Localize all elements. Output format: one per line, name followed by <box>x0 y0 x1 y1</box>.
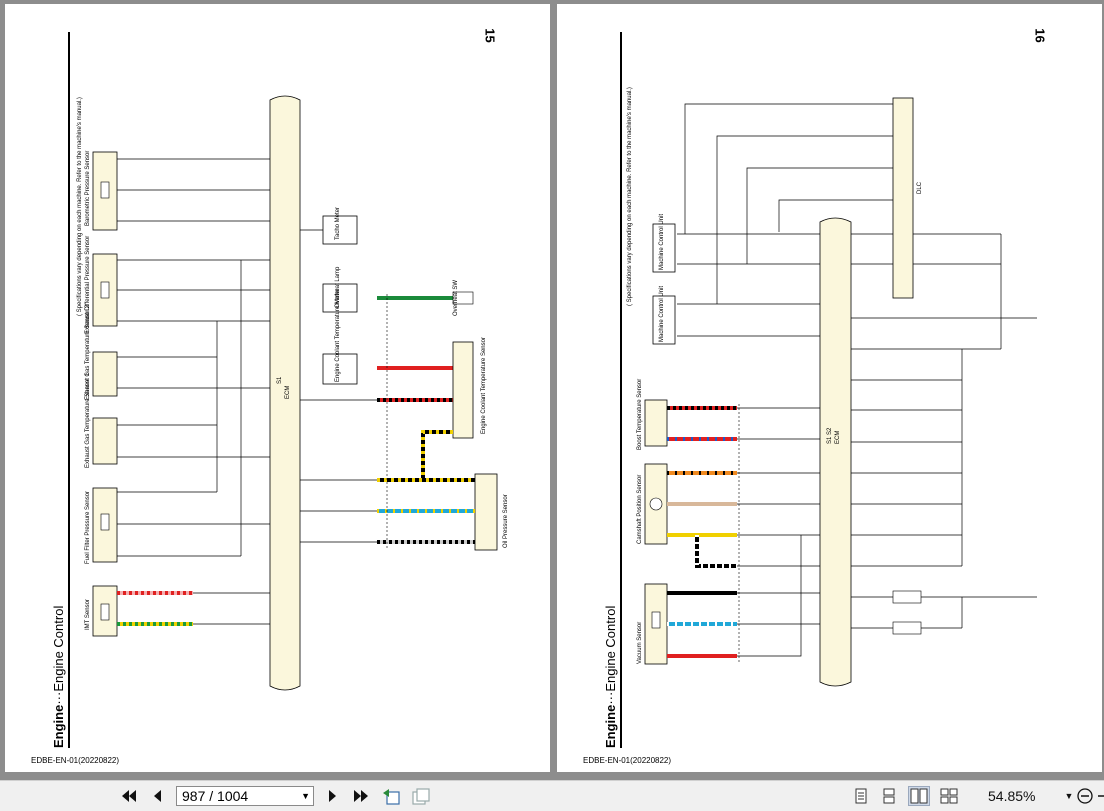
zoom-out-icon <box>1077 788 1093 804</box>
machine-control-unit-label: Machine Control Unit <box>659 285 665 342</box>
previous-page-icon <box>154 790 161 802</box>
section-title-rest: ···Engine Control <box>603 605 618 705</box>
zoom-level: 54.85% <box>988 788 1036 804</box>
boost-temp-sensor-label: Boost Temperature Sensor <box>637 378 643 450</box>
first-page-icon <box>122 790 136 802</box>
section-title: Engine···Engine Control <box>603 606 618 748</box>
ecm-label: ECM <box>835 430 841 444</box>
tacho-meter-label: Tacho Meter <box>335 206 341 240</box>
page-number-select[interactable]: 987 / 1004 ▼ <box>176 786 314 806</box>
chevron-down-icon: ▼ <box>1064 791 1074 801</box>
oil-pressure-sensor-label: Oil Pressure Sensor <box>503 494 509 548</box>
two-page-view-button[interactable] <box>908 786 930 806</box>
pdf-page-right: 16 ( Specifications vary depending on ea… <box>557 4 1102 772</box>
section-title-rest: ···Engine Control <box>51 605 66 705</box>
pdf-page-left: 15 ( Specifications vary depending on ea… <box>5 4 550 772</box>
footer-code: EDBE-EN-01(20220822) <box>583 756 672 765</box>
previous-page-button[interactable] <box>146 785 168 807</box>
dlc-label: DLC <box>917 181 923 194</box>
sensor-label: IMT Sensor <box>85 599 91 630</box>
wiring-diagram-right <box>620 32 1037 748</box>
first-page-button[interactable] <box>118 785 140 807</box>
spec-note: ( Specifications vary depending on each … <box>77 97 83 316</box>
go-forward-view-button[interactable] <box>410 785 432 807</box>
page-number: 16 <box>1032 28 1048 43</box>
two-page-continuous-icon <box>940 788 958 804</box>
machine-control-unit-label: Machine Control Unit <box>659 213 665 270</box>
wiring-diagram-left <box>68 32 498 748</box>
footer-code: EDBE-EN-01(20220822) <box>31 756 120 765</box>
ecm-connector: S1 <box>277 376 283 384</box>
next-page-icon <box>329 790 336 802</box>
next-page-button[interactable] <box>322 785 344 807</box>
last-page-button[interactable] <box>350 785 372 807</box>
ecm-label: ECM <box>285 385 291 399</box>
two-page-icon <box>910 788 928 804</box>
forward-view-icon <box>412 788 430 805</box>
sensor-label: Barometric Pressure Sensor <box>85 150 91 226</box>
zoom-in-icon <box>1098 795 1104 797</box>
section-title-bold: Engine <box>51 704 66 748</box>
back-view-icon <box>383 789 400 805</box>
document-viewer[interactable]: 15 ( Specifications vary depending on ea… <box>0 0 1104 780</box>
section-title: Engine···Engine Control <box>51 606 66 748</box>
zoom-in-button[interactable] <box>1096 785 1104 807</box>
last-page-icon <box>354 790 368 802</box>
two-page-continuous-view-button[interactable] <box>938 786 960 806</box>
coolant-meter-label: Engine Coolant Temperature Meter <box>335 288 341 382</box>
spec-note: ( Specifications vary depending on each … <box>627 87 633 306</box>
single-page-icon <box>855 788 867 804</box>
camshaft-sensor-label: Camshaft Position Sensor <box>637 474 643 544</box>
viewer-toolbar: 987 / 1004 ▼ 54.85% ▼ <box>0 780 1104 811</box>
vacuum-sensor-label: Vacuum Sensor <box>637 621 643 664</box>
page-indicator: 987 / 1004 <box>182 788 249 804</box>
sensor-label: Fuel Filter Pressure Sensor <box>85 490 91 564</box>
page-number: 15 <box>482 28 498 43</box>
zoom-dropdown-button[interactable]: ▼ <box>1058 785 1080 807</box>
overheat-sw-label: Overheat SW <box>453 279 459 316</box>
chevron-down-icon: ▼ <box>301 791 310 801</box>
section-title-bold: Engine <box>603 704 618 748</box>
coolant-sensor-label: Engine Coolant Temperature Sensor <box>481 337 487 434</box>
single-page-view-button[interactable] <box>850 786 872 806</box>
go-back-view-button[interactable] <box>380 785 402 807</box>
zoom-out-button[interactable] <box>1074 785 1096 807</box>
sensor-label: Exhaust Gas Temperature Sensor 1 <box>85 372 91 468</box>
continuous-view-button[interactable] <box>878 786 900 806</box>
continuous-page-icon <box>883 788 895 804</box>
ecm-connectors: S1 S2 <box>827 427 833 444</box>
